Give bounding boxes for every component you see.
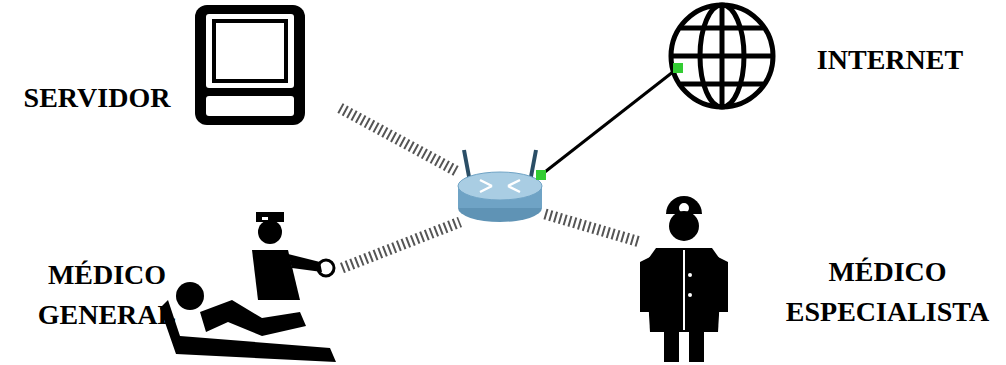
device-name: MÉDICO ESPECIALISTA xyxy=(765,252,1006,332)
monitor-bezel xyxy=(206,14,294,88)
doctor-arm xyxy=(640,256,652,312)
cap-cross xyxy=(262,217,268,220)
device-label: SERVIDOR xyxy=(2,78,192,118)
wireless-link xyxy=(545,214,640,242)
doctor-head xyxy=(258,220,282,244)
device-name: INTERNET xyxy=(775,40,1005,80)
router-top xyxy=(458,172,542,200)
doctor-leg xyxy=(664,332,679,362)
coat-button xyxy=(688,273,692,277)
router-arrow xyxy=(480,180,492,192)
router-arrows xyxy=(480,180,520,192)
wireless-link xyxy=(342,222,460,268)
stethoscope xyxy=(318,260,334,276)
device-label: MÉDICO GENERAL xyxy=(30,255,184,335)
port-marker xyxy=(536,170,546,180)
coat-seam xyxy=(683,250,685,330)
globe-parallel xyxy=(671,54,773,59)
device-label: INTERNET xyxy=(775,40,1005,80)
globe-outline xyxy=(671,5,773,107)
bed xyxy=(160,300,336,362)
wired-link xyxy=(541,68,678,175)
server-icon xyxy=(195,5,305,125)
port-marker xyxy=(673,63,683,73)
specialist-doctor-icon xyxy=(640,196,728,362)
patient-body xyxy=(200,300,306,336)
globe-parallel xyxy=(681,82,763,87)
monitor-frame xyxy=(195,5,305,125)
router-icon xyxy=(458,150,542,222)
coat-button xyxy=(688,293,692,297)
wireless-link xyxy=(340,108,458,172)
doctor-head xyxy=(669,211,699,241)
doctor-arm xyxy=(716,256,728,312)
doctor-coat xyxy=(646,248,722,332)
globe-parallel xyxy=(681,26,763,31)
device-label: MÉDICO ESPECIALISTA xyxy=(765,252,1006,332)
device-name: MÉDICO GENERAL xyxy=(30,255,184,335)
globe-icon xyxy=(671,5,773,107)
router-arrow xyxy=(508,180,520,192)
monitor-screen xyxy=(214,21,286,81)
patient-head xyxy=(176,282,204,310)
monitor-base xyxy=(206,96,294,116)
doctor-leg xyxy=(689,332,704,362)
device-name: SERVIDOR xyxy=(2,78,192,118)
general-doctor-icon xyxy=(160,212,336,362)
